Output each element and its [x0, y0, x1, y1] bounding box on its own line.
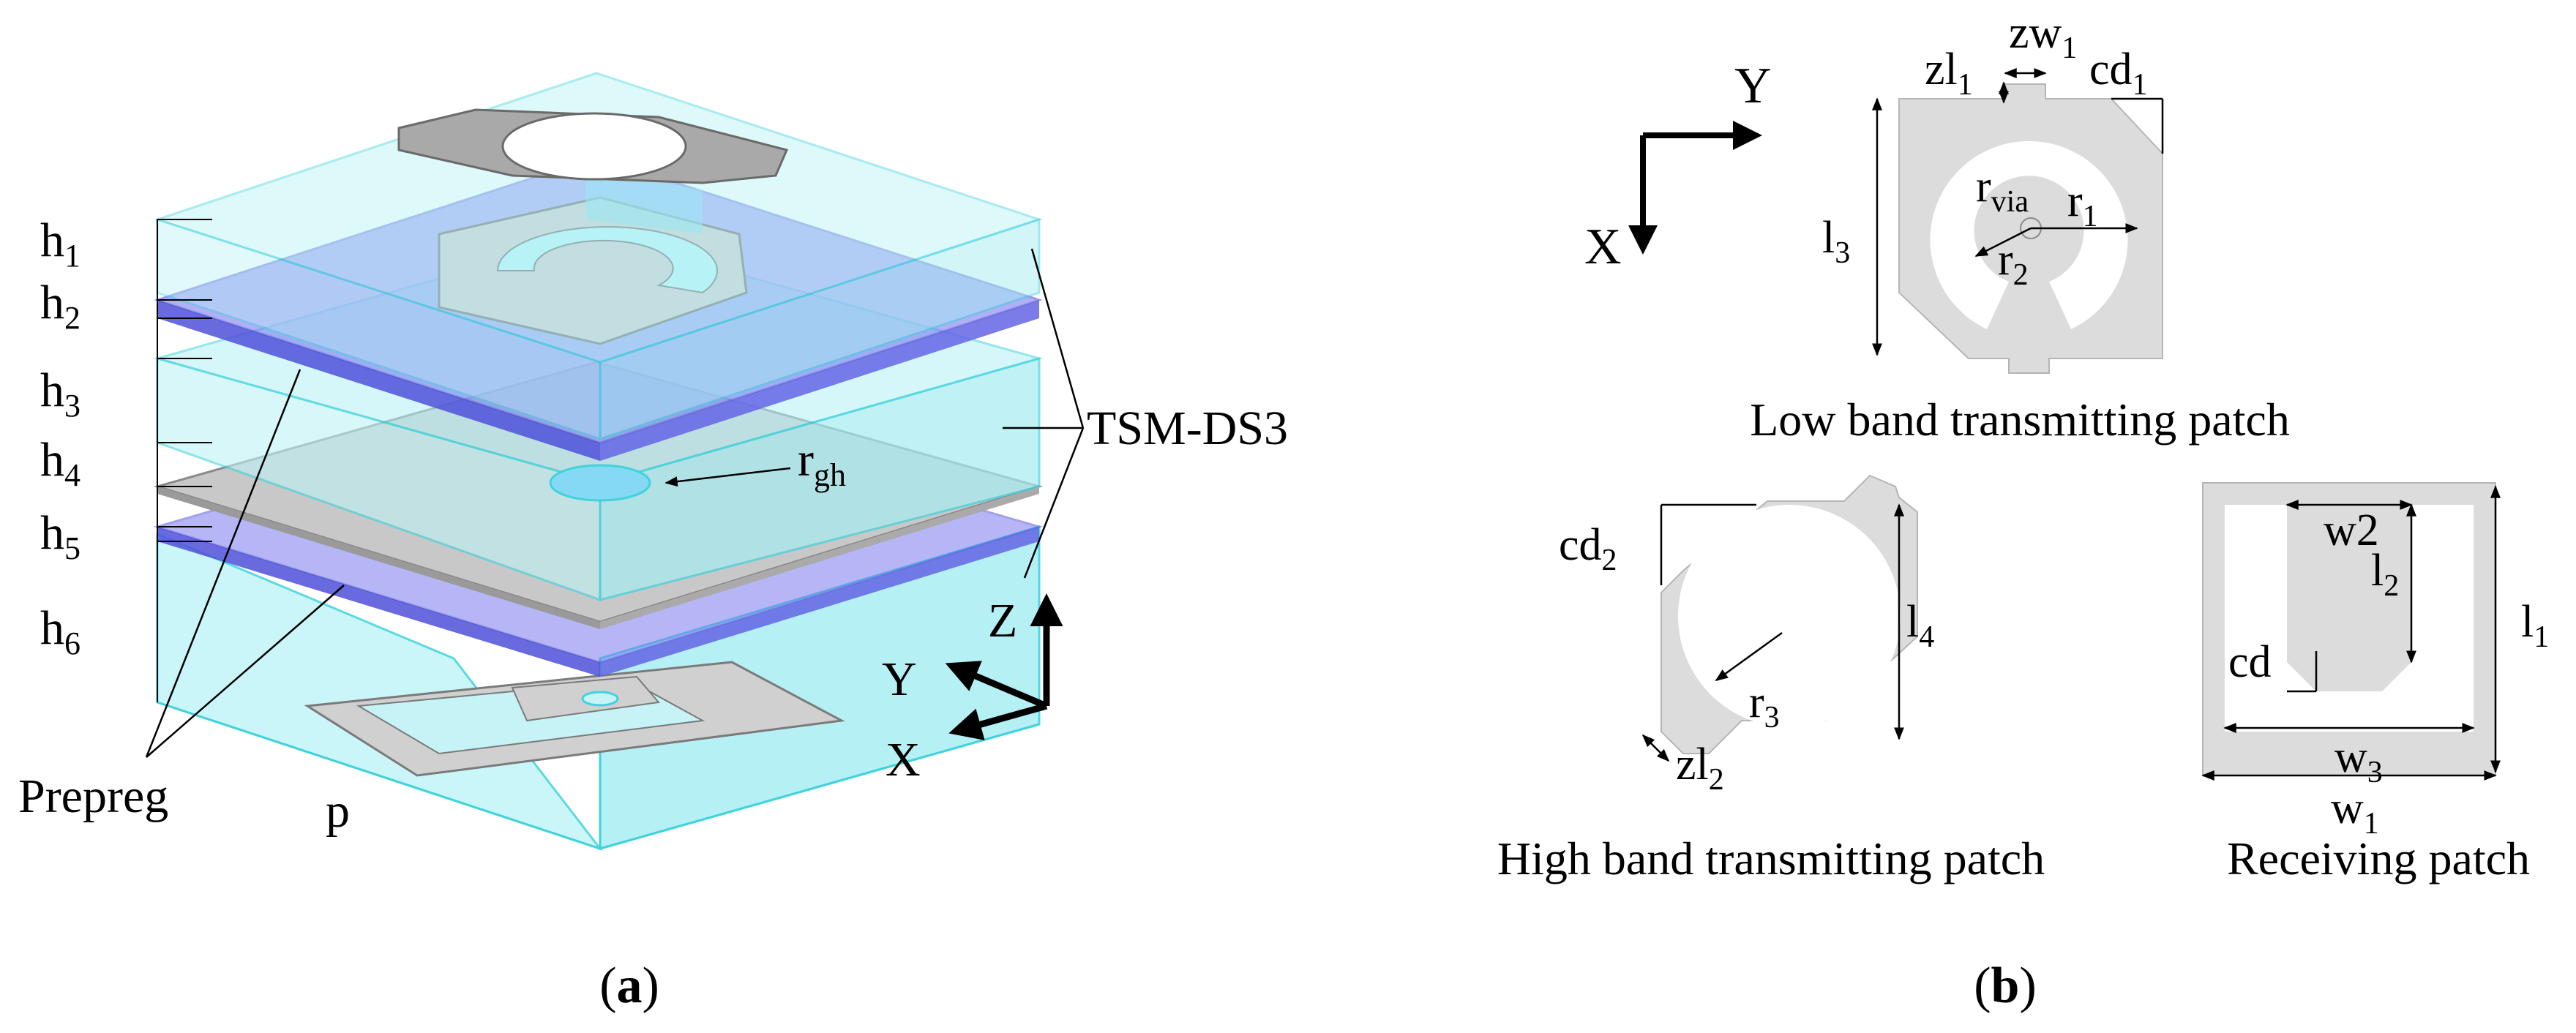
label-cd2: cd2 — [1559, 520, 1617, 577]
label-h1: h1 — [40, 214, 80, 274]
label-zl2: zl2 — [1676, 740, 1724, 797]
label-zl1: zl1 — [1925, 45, 1973, 102]
panel-a: h1 h2 h3 h4 h5 h6 Prepreg p TSM-DS3 rgh — [18, 72, 1288, 1014]
panel-b: Y X l3 zl1 zw1 cd1 rvia r1 r2 Low band t… — [1497, 8, 2549, 1014]
axis-label-x: X — [886, 733, 921, 786]
prepreg-callout: Prepreg — [18, 369, 345, 823]
label-zw1: zw1 — [2009, 8, 2077, 65]
label-tsm-ds3: TSM-DS3 — [1087, 402, 1288, 455]
label-h5: h5 — [40, 506, 80, 566]
low-band-patch-3d — [397, 108, 789, 184]
caption-b: (b) — [1974, 958, 2037, 1014]
axis-label-y-2d: Y — [1734, 58, 1772, 114]
title-high-band: High band transmitting patch — [1497, 833, 2045, 884]
label-r2: r2 — [1998, 235, 2029, 292]
axes-3d: Z Y X — [882, 593, 1063, 786]
title-receiving: Receiving patch — [2227, 833, 2530, 884]
label-l4: l4 — [1906, 597, 1934, 654]
label-w3: w3 — [2334, 732, 2383, 789]
label-l3: l3 — [1822, 213, 1850, 270]
axes-2d: Y X — [1584, 58, 1772, 275]
label-cd1: cd1 — [2089, 45, 2148, 102]
label-l1: l1 — [2521, 597, 2549, 654]
label-cd: cd — [2228, 637, 2272, 687]
label-rvia: rvia — [1976, 162, 2029, 219]
label-prepreg: Prepreg — [18, 770, 168, 823]
caption-a: (a) — [599, 958, 659, 1014]
label-h3: h3 — [40, 364, 80, 424]
high-band-patch-3d — [438, 168, 748, 345]
title-low-band: Low band transmitting patch — [1750, 394, 2290, 446]
height-dimensions: h1 h2 h3 h4 h5 h6 — [40, 214, 212, 702]
axis-label-x-2d: X — [1584, 219, 1622, 275]
label-h6: h6 — [40, 601, 80, 661]
receiving-patch-3d — [304, 661, 845, 777]
label-r3: r3 — [1749, 677, 1780, 735]
low-band-patch: l3 zl1 zw1 cd1 rvia r1 r2 Low band trans… — [1750, 8, 2290, 446]
label-w2: w2 — [2324, 506, 2379, 555]
label-rgh: rgh — [798, 433, 846, 493]
high-band-patch: cd2 l4 r3 zl2 High band transmitting pat… — [1497, 474, 2045, 884]
label-h4: h4 — [40, 433, 80, 493]
receiving-patch: w2 l2 l1 cd w3 w1 Receiving patch — [2201, 482, 2549, 884]
label-r1: r1 — [2067, 176, 2098, 233]
label-l2: l2 — [2371, 546, 2399, 603]
substrate-block-h6 — [156, 525, 1041, 851]
label-p: p — [326, 784, 350, 838]
label-w1: w1 — [2331, 784, 2379, 841]
axis-label-y: Y — [882, 653, 917, 706]
rgh-callout: rgh — [664, 433, 846, 493]
axis-label-z: Z — [988, 594, 1017, 647]
label-h2: h2 — [40, 276, 80, 336]
tsm-callout: TSM-DS3 — [1003, 248, 1288, 579]
